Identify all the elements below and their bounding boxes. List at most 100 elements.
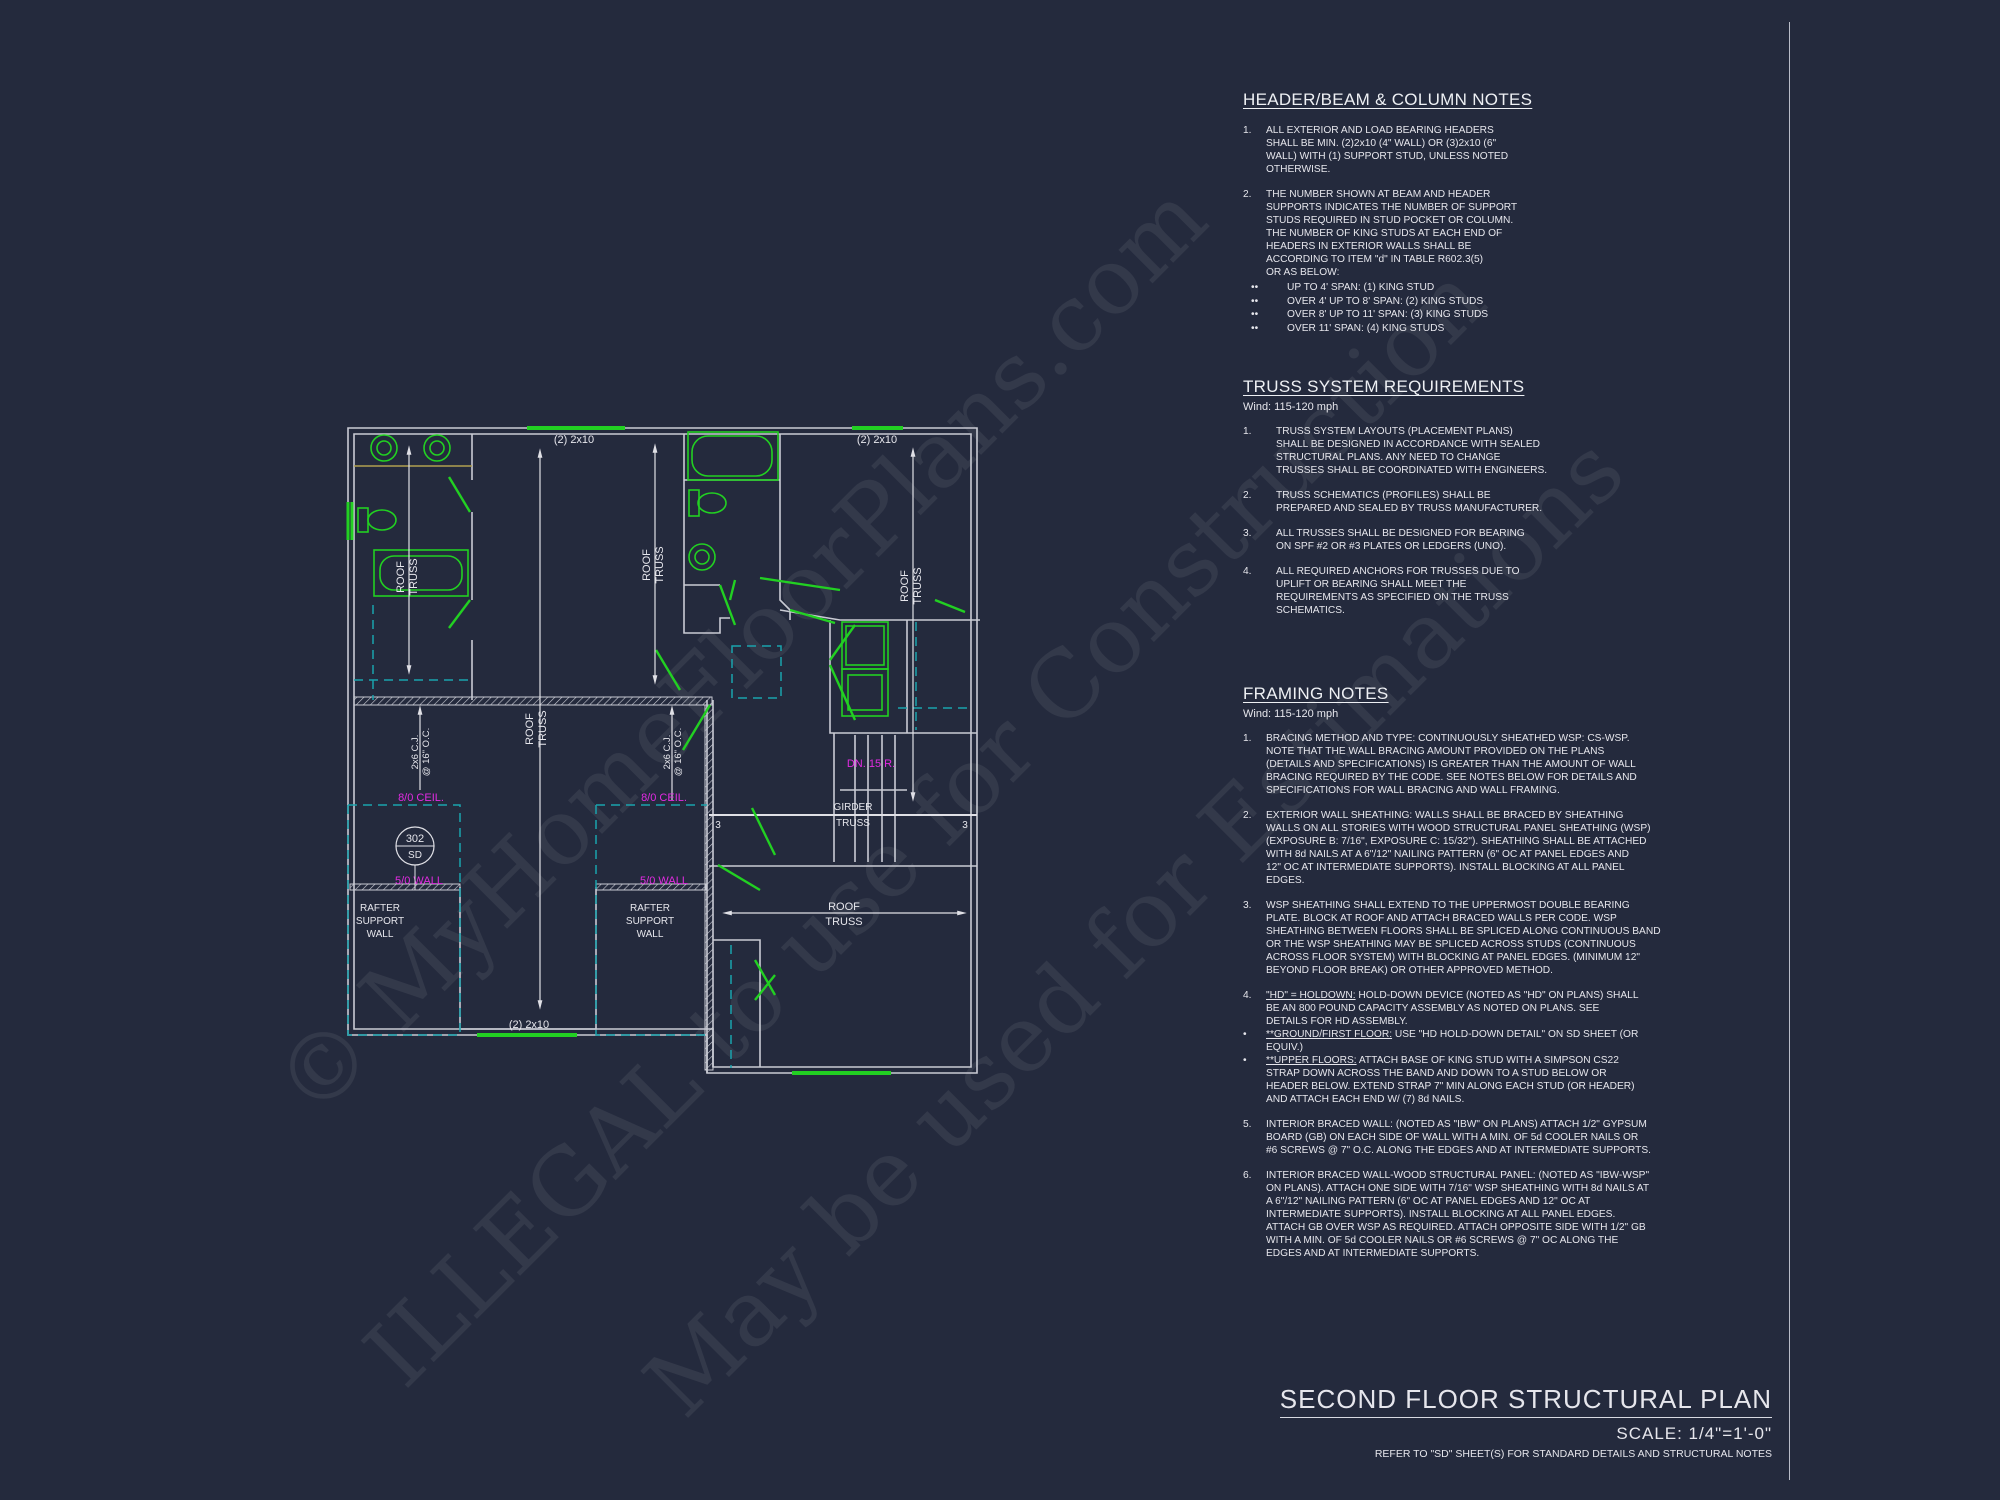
sink-icon — [423, 434, 451, 462]
note-number: 1. — [1243, 125, 1252, 136]
note-line: (DETAILS AND SPECIFICATIONS) IS GREATER … — [1266, 759, 1636, 770]
drawing-scale: SCALE: 1/4"=1'-0" — [1616, 1424, 1772, 1443]
note-line: ACROSS FLOOR SYSTEM) WITH BLOCKING AT PA… — [1266, 952, 1641, 963]
note-item: 4.ALL REQUIRED ANCHORS FOR TRUSSES DUE T… — [1243, 565, 1683, 617]
stud-count: 3 — [715, 820, 721, 831]
roof-truss-label: TRUSS — [654, 546, 666, 583]
sink-icon — [688, 543, 716, 571]
span-bullet: •• OVER 8' UP TO 11' SPAN: (3) KING STUDS — [1243, 308, 1683, 322]
note-line: 12" OC AT INTERMEDIATE SUPPORTS). INSTAL… — [1266, 862, 1625, 873]
note-line: ALL REQUIRED ANCHORS FOR TRUSSES DUE TO — [1276, 566, 1520, 577]
note-line: SHALL BE MIN. (2)2x10 (4" WALL) OR (3)2x… — [1266, 138, 1497, 149]
wind-speed: Wind: 115-120 mph — [1243, 708, 1339, 720]
ceiling-joist-label: 2x6 C.J. — [410, 735, 421, 770]
note-line: TRUSS SYSTEM LAYOUTS (PLACEMENT PLANS) — [1276, 426, 1513, 437]
bullet-text: OVER 4' UP TO 8' SPAN: (2) KING STUDS — [1287, 295, 1484, 307]
note-number: 3. — [1243, 528, 1252, 539]
note-item: 2.EXTERIOR WALL SHEATHING: WALLS SHALL B… — [1243, 809, 1713, 887]
note-item: 1.BRACING METHOD AND TYPE: CONTINUOUSLY … — [1243, 732, 1713, 797]
detail-number: 302 — [406, 833, 424, 845]
roof-truss-label: TRUSS — [408, 558, 420, 595]
note-line: STRUCTURAL PLANS. ANY NEED TO CHANGE — [1276, 452, 1501, 463]
note-line: ALL EXTERIOR AND LOAD BEARING HEADERS — [1266, 125, 1494, 136]
bullet-text: OVER 11' SPAN: (4) KING STUDS — [1287, 322, 1445, 334]
note-line: ATTACH BASE OF KING STUD WITH A SIMPSON … — [1356, 1055, 1619, 1066]
header-label: (2) 2x10 — [509, 1019, 549, 1031]
header-beam-notes: HEADER/BEAM & COLUMN NOTES 1.ALL EXTERIO… — [1243, 90, 1683, 335]
note-line: TRUSSES SHALL BE COORDINATED WITH ENGINE… — [1276, 465, 1548, 476]
rafter-wall-left — [349, 883, 461, 891]
note-line: ON PLANS). ATTACH ONE SIDE WITH 7/16" WS… — [1266, 1183, 1650, 1194]
bullet-text: OVER 8' UP TO 11' SPAN: (3) KING STUDS — [1287, 309, 1489, 320]
note-line: THE NUMBER OF KING STUDS AT EACH END OF — [1266, 228, 1503, 239]
bullet-icon: •• — [1251, 282, 1259, 293]
note-line: OTHERWISE. — [1266, 164, 1331, 175]
roof-truss-label: TRUSS — [912, 567, 924, 604]
note-line: USE "HD HOLD-DOWN DETAIL" ON SD SHEET (O… — [1392, 1029, 1639, 1040]
note-line: SHEATHING BETWEEN FLOORS SHALL BE SPLICE… — [1266, 926, 1661, 937]
bullet-icon: •• — [1251, 309, 1259, 320]
note-line: UPLIFT OR BEARING SHALL MEET THE — [1276, 579, 1467, 590]
note-line: OR THE WSP SHEATHING MAY BE SPLICED ACRO… — [1266, 939, 1636, 950]
bathtub-icon — [687, 431, 779, 481]
note-line: SPECIFICATIONS FOR WALL BRACING AND WALL… — [1266, 785, 1560, 796]
note-lead: **UPPER FLOORS: — [1266, 1055, 1357, 1066]
note-item: 1. TRUSS SYSTEM LAYOUTS (PLACEMENT PLANS)… — [1243, 425, 1683, 477]
drawing-title: SECOND FLOOR STRUCTURAL PLAN — [1279, 1384, 1772, 1418]
ceiling-joist-label: @ 16" O.C. — [421, 728, 432, 776]
title-block: SECOND FLOOR STRUCTURAL PLAN SCALE: 1/4"… — [1279, 1384, 1772, 1460]
note-line: BE AN 800 POUND CAPACITY ASSEMBLY AS NOT… — [1266, 1003, 1600, 1014]
note-line: INTERIOR BRACED WALL-WOOD STRUCTURAL PAN… — [1266, 1170, 1650, 1181]
note-line: NOTE THAT THE WALL BRACING AMOUNT PROVID… — [1266, 746, 1605, 757]
note-number: 1. — [1243, 426, 1252, 437]
note-item: 3.ALL TRUSSES SHALL BE DESIGNED FOR BEAR… — [1243, 527, 1683, 553]
header-label: (2) 2x10 — [857, 434, 897, 446]
note-line: STRAP DOWN ACROSS THE BAND AND DOWN TO A… — [1266, 1068, 1607, 1079]
note-line: INTERMEDIATE SUPPORTS). INSTALL BLOCKING… — [1266, 1209, 1616, 1220]
bullet-icon: •• — [1251, 295, 1259, 307]
stud-count: 3 — [962, 820, 968, 831]
note-item: 6.INTERIOR BRACED WALL-WOOD STRUCTURAL P… — [1243, 1169, 1713, 1260]
rafter-label: WALL — [637, 929, 664, 940]
dryer-icon — [841, 621, 889, 670]
note-line: BRACING METHOD AND TYPE: CONTINUOUSLY SH… — [1266, 733, 1630, 744]
detail-sheet: SD — [408, 850, 422, 861]
note-line: DETAILS FOR HD ASSEMBLY. — [1266, 1016, 1408, 1027]
fixtures — [346, 426, 966, 1075]
note-lead: "HD" = HOLDOWN: — [1266, 990, 1356, 1001]
truss-notes: TRUSS SYSTEM REQUIREMENTS Wind: 115-120 … — [1243, 377, 1683, 629]
ceiling-height-label: 8/0 CEIL. — [641, 792, 687, 804]
note-lead: **GROUND/FIRST FLOOR: — [1266, 1029, 1393, 1040]
roof-truss-label: ROOF — [395, 561, 407, 593]
note-line: (EXPOSURE B: 7/16", EXPOSURE C: 15/32").… — [1266, 836, 1647, 847]
note-number: 5. — [1243, 1119, 1252, 1130]
note-number: 2. — [1243, 490, 1252, 501]
reference-note: REFER TO "SD" SHEET(S) FOR STANDARD DETA… — [1374, 1448, 1772, 1460]
ceiling-height-label: 8/0 CEIL. — [398, 792, 444, 804]
toilet-icon — [697, 492, 727, 514]
note-line: HEADERS IN EXTERIOR WALLS SHALL BE — [1266, 241, 1472, 252]
note-line: HEADER BELOW. EXTEND STRAP 7" MIN ALONG … — [1266, 1081, 1635, 1092]
roof-truss-label: TRUSS — [537, 710, 549, 747]
ceiling-joist-label: @ 16" O.C. — [673, 728, 684, 776]
note-line: A 6"/12" NAILING PATTERN (6" OC AT PANEL… — [1266, 1196, 1591, 1207]
roof-truss-label: ROOF — [641, 549, 653, 581]
note-line: OR AS BELOW: — [1266, 267, 1340, 278]
roof-truss-label: ROOF — [828, 901, 860, 913]
note-line: EXTERIOR WALL SHEATHING: WALLS SHALL BE … — [1266, 810, 1624, 821]
wind-speed: Wind: 115-120 mph — [1243, 401, 1339, 413]
framing-notes: FRAMING NOTES Wind: 115-120 mph 1.BRACIN… — [1243, 684, 1713, 1272]
note-line: BRACING REQUIRED BY THE CODE. SEE NOTES … — [1266, 772, 1637, 783]
note-line: ON SPF #2 OR #3 PLATES OR LEDGERS (UNO). — [1276, 541, 1507, 552]
note-number: 2. — [1243, 189, 1252, 200]
span-bullet: •• OVER 4' UP TO 8' SPAN: (2) KING STUDS — [1243, 295, 1683, 309]
note-line: #6 SCREWS @ 7" O.C. ALONG THE EDGES AND … — [1266, 1145, 1651, 1156]
roof-truss-label: TRUSS — [825, 916, 862, 928]
bathtub-icon — [373, 549, 469, 597]
note-line: PREPARED AND SEALED BY TRUSS MANUFACTURE… — [1276, 503, 1543, 514]
note-line: BEYOND FLOOR BREAK) OR OTHER APPROVED ME… — [1266, 965, 1553, 976]
toilet-icon — [367, 509, 397, 531]
note-line: REQUIREMENTS AS SPECIFIED ON THE TRUSS — [1276, 592, 1509, 603]
